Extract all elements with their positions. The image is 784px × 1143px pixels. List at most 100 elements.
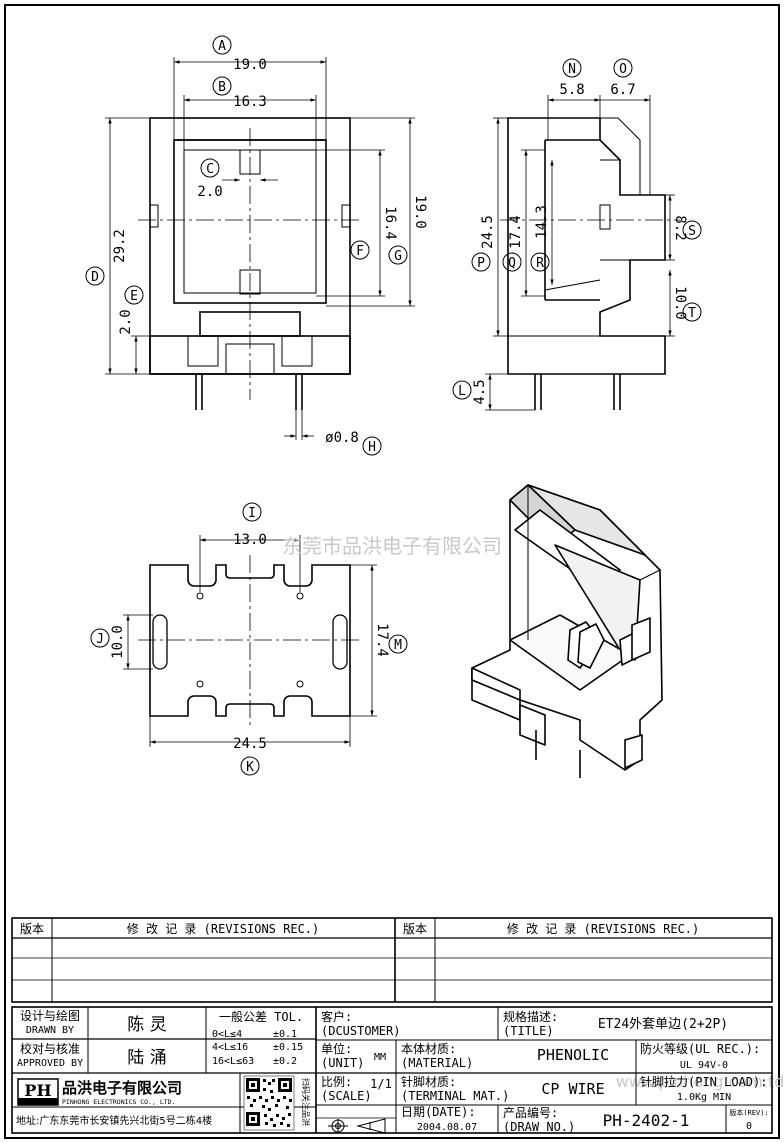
drawn-by-label-en: DRAWN BY [26, 1025, 74, 1036]
tolerance-title: 一般公差 TOL. [219, 1009, 303, 1024]
dim-r-value: 14.3 [534, 205, 550, 239]
dim-p-letter: P [477, 256, 485, 271]
approved-by-name: 陆 涌 [127, 1048, 166, 1068]
dim-l-letter: L [458, 384, 466, 399]
date-value: 2004.08.07 [417, 1122, 477, 1133]
dim-a-letter: A [218, 39, 226, 54]
dim-q-letter: Q [508, 256, 516, 271]
dim-b-letter: B [218, 80, 226, 95]
watermark-company: 东莞市品洪电子有限公司 [282, 534, 502, 558]
tolerance-value-1: ±0.1 [273, 1029, 297, 1040]
dim-g-value: 19.0 [412, 195, 428, 229]
dim-o-value: 6.7 [610, 82, 635, 98]
dim-o-letter: O [619, 62, 627, 77]
revision-table [11, 917, 773, 1003]
company-address: 地址:广东东莞市长安镇先兴北街5号二栋4楼 [16, 1114, 212, 1127]
dim-g-letter: G [394, 249, 402, 264]
rev-label: 版本(REV): [729, 1108, 768, 1117]
projection-symbol [328, 1118, 386, 1134]
rev-col-record-left: 修 改 记 录 (REVISIONS REC.) [127, 921, 320, 936]
tolerance-range-2: 4<L≤16 [212, 1042, 248, 1053]
dim-t-letter: T [688, 306, 696, 321]
dim-f-letter: F [356, 244, 364, 259]
terminal-label-en: (TERMINAL MAT.) [401, 1089, 509, 1103]
dim-k-value: 24.5 [233, 736, 267, 752]
pin-load-label: 针脚拉力(PIN LOAD): [640, 1074, 767, 1089]
rev-col-record-right: 修 改 记 录 (REVISIONS REC.) [507, 921, 700, 936]
dim-f-value: 16.4 [382, 206, 398, 240]
title-label-cn: 规格描述: [503, 1009, 558, 1024]
scale-label-en: (SCALE) [321, 1089, 372, 1103]
pin-load-value: 1.0Kg MIN [677, 1092, 731, 1103]
dim-d-letter: D [91, 270, 99, 285]
draw-no-value: PH-2402-1 [603, 1111, 690, 1130]
scale-label-cn: 比例: [321, 1075, 352, 1089]
drawn-by-name: 陈 灵 [127, 1015, 166, 1035]
dim-a-value: 19.0 [233, 57, 267, 73]
company-name-en: PINHONG ELECTRONICS CO., LTD. [62, 1098, 176, 1106]
tolerance-value-3: ±0.2 [273, 1056, 297, 1067]
dim-p-value: 24.5 [480, 215, 496, 249]
unit-label-cn: 单位: [321, 1041, 352, 1056]
dim-b-value: 16.3 [233, 94, 267, 110]
dim-i-letter: I [248, 506, 256, 521]
approved-by-label-en: APPROVED BY [17, 1058, 83, 1069]
tolerance-value-2: ±0.15 [273, 1042, 303, 1053]
dim-j-letter: J [96, 632, 104, 647]
dim-h-value: ø0.8 [325, 430, 359, 446]
tolerance-range-3: 16<L≤63 [212, 1056, 254, 1067]
rev-col-version-right: 版本 [403, 922, 427, 936]
company-name-cn: 品洪电子有限公司 [62, 1079, 182, 1097]
dim-c-value: 2.0 [197, 184, 222, 200]
customer-label-en: (DCUSTOMER) [321, 1024, 400, 1038]
material-label-en: (MATERIAL) [401, 1056, 473, 1070]
dim-c-letter: C [206, 162, 214, 177]
material-value: PHENOLIC [537, 1046, 609, 1064]
front-view [138, 117, 362, 410]
customer-label-cn: 客户: [321, 1009, 352, 1024]
dim-m-value: 17.4 [374, 623, 390, 657]
logo-text: PH [24, 1081, 51, 1100]
dim-e-value: 2.0 [118, 309, 134, 334]
company-logo: PH [17, 1078, 59, 1106]
dim-m-letter: M [394, 638, 402, 653]
draw-no-label-cn: 产品编号: [503, 1105, 558, 1120]
qr-code [243, 1075, 295, 1131]
rev-col-version-left: 版本 [20, 922, 44, 936]
bottom-view [138, 555, 362, 728]
dim-h-letter: H [368, 440, 376, 455]
sheet-border [4, 4, 780, 1139]
side-view [500, 117, 680, 410]
dim-k-letter: K [246, 760, 254, 775]
dim-l-value: 4.5 [472, 379, 488, 404]
dim-t-value: 10.0 [672, 286, 688, 320]
title-label-en: (TITLE) [503, 1024, 554, 1038]
scale-value: 1/1 [370, 1077, 392, 1091]
terminal-value: CP WIRE [541, 1080, 604, 1098]
rev-value: 0 [746, 1121, 752, 1132]
material-label-cn: 本体材质: [401, 1042, 456, 1056]
watermark-website: www.pinhong.com.td [616, 1072, 784, 1091]
isometric-view [471, 484, 663, 778]
ul-value: UL 94V-0 [680, 1060, 728, 1071]
dim-q-value: 17.4 [508, 215, 524, 249]
tolerance-range-1: 0<L≤4 [212, 1029, 242, 1040]
approved-by-label-cn: 校对与核准 [20, 1041, 80, 1056]
unit-value: MM [374, 1052, 386, 1063]
dim-e-letter: E [130, 289, 138, 304]
dim-d-value: 29.2 [112, 229, 128, 263]
drawn-by-label-cn: 设计与绘图 [20, 1008, 80, 1023]
dim-j-value: 10.0 [110, 625, 126, 659]
date-label: 日期(DATE): [401, 1105, 476, 1119]
terminal-label-cn: 针脚材质: [401, 1074, 456, 1089]
dim-s-letter: S [688, 224, 696, 239]
draw-no-label-en: (DRAW NO.) [503, 1120, 575, 1134]
dim-n-value: 5.8 [559, 82, 584, 98]
qr-caption: 扫码关注品洪 [301, 1078, 311, 1126]
dim-n-letter: N [568, 62, 576, 77]
unit-label-en: (UNIT) [321, 1056, 364, 1070]
dim-r-letter: R [536, 256, 544, 271]
title-block [11, 1006, 773, 1134]
title-value: ET24外套单边(2+2P) [598, 1016, 728, 1032]
